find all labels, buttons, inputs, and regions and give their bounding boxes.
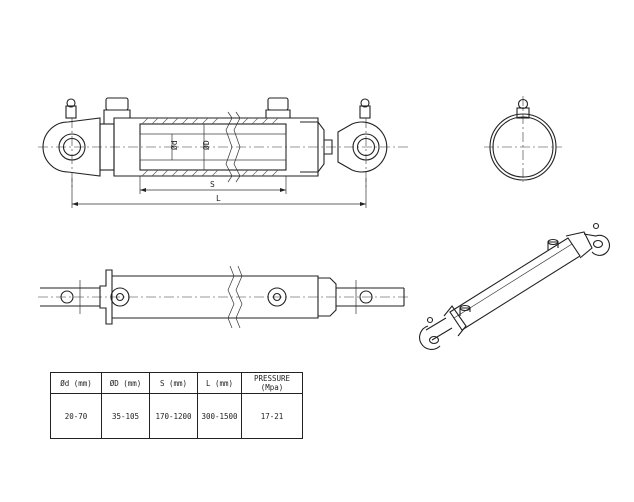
tube-wall-hatch bbox=[141, 117, 279, 177]
right-port bbox=[265, 97, 291, 118]
header-pressure: PRESSURE (Mpa) bbox=[241, 372, 303, 394]
side-view bbox=[38, 265, 410, 329]
right-clevis-eye bbox=[337, 98, 388, 190]
left-clevis-eye bbox=[42, 98, 101, 190]
isometric-view bbox=[419, 222, 610, 350]
section-view: Ød ØD S L bbox=[38, 97, 408, 208]
end-view bbox=[484, 96, 562, 182]
header-bore-diameter: ØD (mm) bbox=[101, 372, 150, 394]
length-label: L bbox=[216, 194, 221, 203]
table-row: 20-70 35-105 170-1200 300-1500 17-21 bbox=[50, 393, 303, 439]
cell-length: 300-1500 bbox=[197, 393, 242, 439]
spec-table: Ød (mm) ØD (mm) S (mm) L (mm) PRESSURE (… bbox=[50, 372, 303, 439]
left-port bbox=[103, 97, 131, 124]
bore-diameter-label: ØD bbox=[201, 140, 211, 150]
cell-bore-diameter: 35-105 bbox=[101, 393, 150, 439]
stroke-label: S bbox=[210, 180, 215, 189]
cell-pressure: 17-21 bbox=[241, 393, 303, 439]
rod-diameter-label: Ød bbox=[169, 140, 179, 150]
header-rod-diameter: Ød (mm) bbox=[50, 372, 102, 394]
header-length: L (mm) bbox=[197, 372, 242, 394]
cell-stroke: 170-1200 bbox=[149, 393, 198, 439]
header-stroke: S (mm) bbox=[149, 372, 198, 394]
spec-table-header-row: Ød (mm) ØD (mm) S (mm) L (mm) PRESSURE (… bbox=[50, 372, 303, 394]
cell-rod-diameter: 20-70 bbox=[50, 393, 102, 439]
